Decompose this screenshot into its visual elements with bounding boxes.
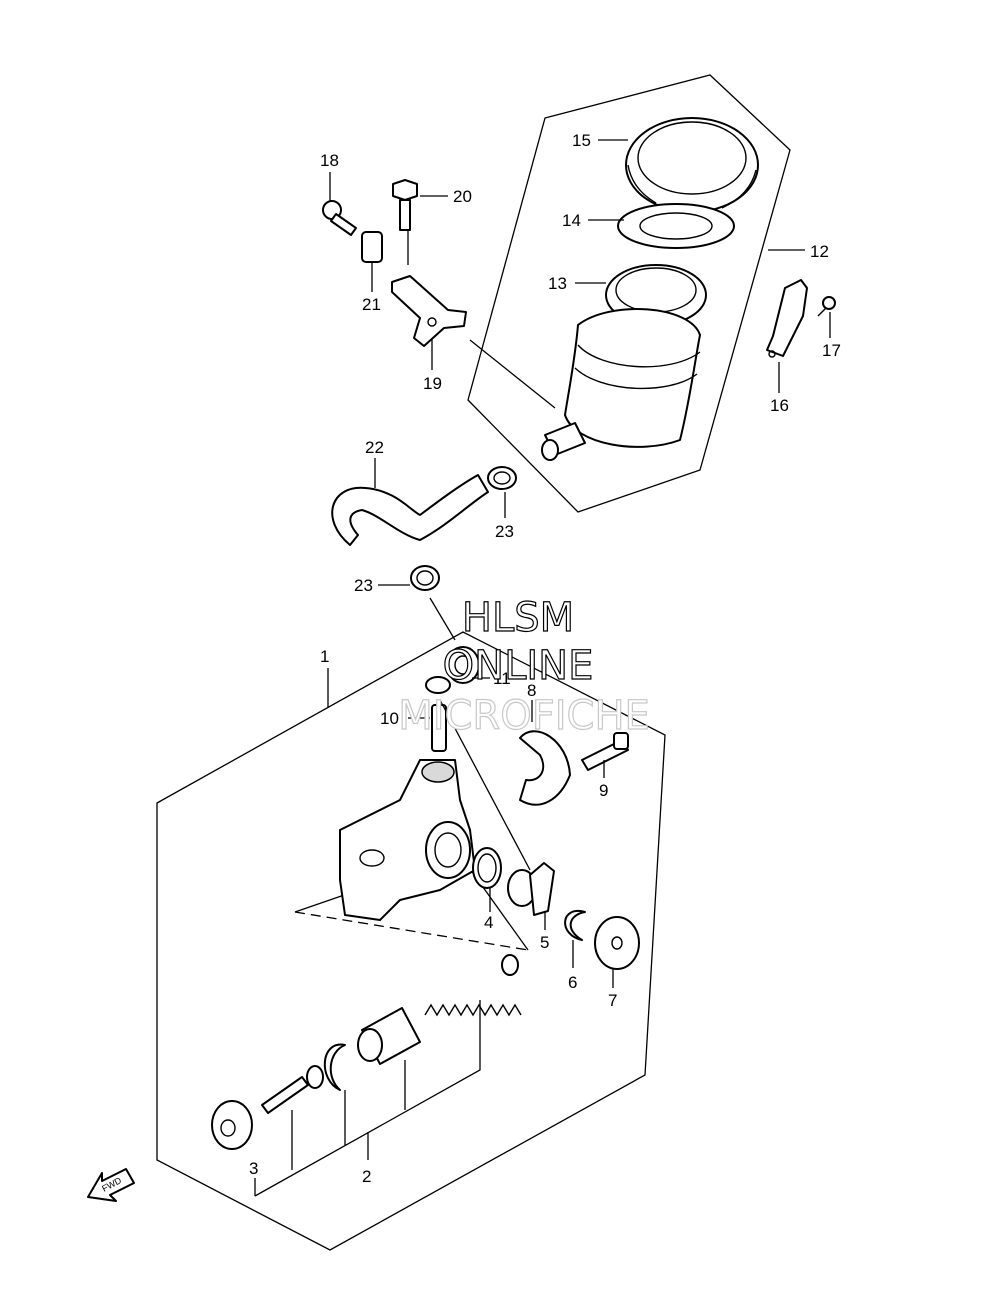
callout-16: 16 — [770, 396, 789, 415]
reservoir-body-part — [541, 308, 701, 461]
union-bolt-11-part — [446, 646, 480, 684]
collar-21-part — [361, 231, 383, 263]
callout-10: 10 — [380, 709, 399, 728]
callout-17: 17 — [822, 341, 841, 360]
watermark-line-3: MICROFICHE — [398, 693, 650, 739]
callout-18: 18 — [320, 151, 339, 170]
callout-12: 12 — [810, 242, 829, 261]
push-rod-part — [261, 1065, 324, 1114]
callout-8: 8 — [527, 681, 536, 700]
watermark-line-1: HLSM — [462, 595, 574, 641]
callout-21: 21 — [362, 295, 381, 314]
boot-7-part — [594, 916, 640, 970]
master-cylinder-group-outline — [156, 631, 666, 1251]
callout-20: 20 — [453, 187, 472, 206]
reservoir-cap-part — [625, 117, 759, 213]
callout-19: 19 — [423, 374, 442, 393]
clamp-holder-part — [519, 730, 571, 806]
dust-boot-3-part — [211, 1100, 253, 1150]
callout-7: 7 — [608, 991, 617, 1010]
hose-clamp-upper-part — [487, 466, 517, 490]
callout-11: 11 — [493, 669, 511, 688]
callout-1: 1 — [320, 647, 329, 666]
callout-3: 3 — [249, 1159, 258, 1178]
bolt-20-part — [392, 179, 418, 231]
callout-14: 14 — [562, 211, 581, 230]
callout-4: 4 — [484, 913, 493, 932]
snap-ring-part — [323, 1043, 346, 1091]
hose-joint-10-part — [431, 704, 447, 752]
reservoir-bracket-part — [766, 279, 808, 358]
callout-9: 9 — [599, 781, 608, 800]
callout-13: 13 — [548, 274, 567, 293]
o-ring-4-part — [472, 847, 502, 889]
spring-part — [424, 954, 522, 1017]
master-cylinder-body-part — [339, 759, 476, 921]
watermark-line-2: ONLINE — [443, 643, 594, 689]
watermark: HLSM ONLINE MICROFICHE — [398, 594, 651, 739]
washer-part — [425, 676, 451, 694]
clamp-bolt-part — [581, 732, 629, 771]
hose-22-part — [331, 474, 489, 546]
connector-5-part — [507, 862, 555, 916]
callout-15: 15 — [572, 131, 591, 150]
leader-lines — [254, 139, 831, 1197]
hose-clamp-lower-part — [410, 565, 440, 591]
callout-22: 22 — [365, 438, 384, 457]
reservoir-group-outline — [467, 74, 791, 513]
callout-23-lower: 23 — [354, 576, 373, 595]
reservoir-mount-bracket-part — [391, 275, 467, 347]
piston-part — [357, 1007, 421, 1065]
fwd-arrow-icon: FWD — [87, 1168, 135, 1202]
callout-23-upper: 23 — [495, 522, 514, 541]
callout-6: 6 — [568, 973, 577, 992]
callout-5: 5 — [540, 933, 549, 952]
callout-2: 2 — [362, 1167, 371, 1186]
circlip-6-part — [564, 909, 586, 941]
bracket-screw-part — [817, 296, 836, 317]
bolt-18-part — [322, 200, 357, 236]
diaphragm-plate-part — [617, 203, 735, 249]
